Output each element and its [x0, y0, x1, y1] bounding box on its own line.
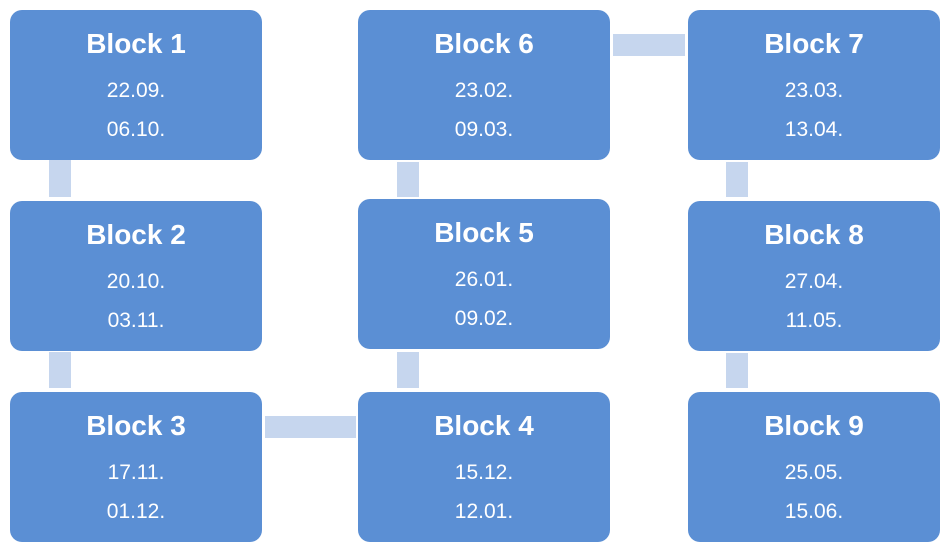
block-end-date: 15.06.: [784, 500, 844, 523]
connector-block5-block6: [397, 162, 419, 197]
block-end-date: 13.04.: [784, 118, 844, 141]
block-title: Block 6: [434, 28, 534, 59]
block-end-date: 09.02.: [454, 307, 514, 330]
block-start-date: 27.04.: [784, 270, 844, 293]
connector-block2-block3: [49, 352, 71, 388]
block-start-date: 23.03.: [784, 79, 844, 102]
block-start-date: 20.10.: [106, 270, 166, 293]
block-title: Block 9: [764, 410, 864, 441]
connector-block1-block2: [49, 160, 71, 197]
block-6: Block 6 23.02. 09.03.: [358, 10, 610, 160]
block-title: Block 4: [434, 410, 534, 441]
block-start-date: 26.01.: [454, 268, 514, 291]
block-end-date: 12.01.: [454, 500, 514, 523]
block-2: Block 2 20.10. 03.11.: [10, 201, 262, 351]
block-8: Block 8 27.04. 11.05.: [688, 201, 940, 351]
block-title: Block 3: [86, 410, 186, 441]
block-5: Block 5 26.01. 09.02.: [358, 199, 610, 349]
block-end-date: 01.12.: [106, 500, 166, 523]
block-start-date: 15.12.: [454, 461, 514, 484]
block-7: Block 7 23.03. 13.04.: [688, 10, 940, 160]
block-start-date: 23.02.: [454, 79, 514, 102]
block-end-date: 11.05.: [785, 309, 843, 332]
block-title: Block 5: [434, 217, 534, 248]
connector-block3-block4: [265, 416, 356, 438]
block-title: Block 7: [764, 28, 864, 59]
block-title: Block 8: [764, 219, 864, 250]
block-3: Block 3 17.11. 01.12.: [10, 392, 262, 542]
block-end-date: 06.10.: [106, 118, 166, 141]
block-1: Block 1 22.09. 06.10.: [10, 10, 262, 160]
block-start-date: 17.11.: [107, 461, 165, 484]
block-end-date: 09.03.: [454, 118, 514, 141]
block-4: Block 4 15.12. 12.01.: [358, 392, 610, 542]
block-start-date: 25.05.: [784, 461, 844, 484]
connector-block7-block8: [726, 162, 748, 197]
block-end-date: 03.11.: [107, 309, 165, 332]
block-title: Block 2: [86, 219, 186, 250]
connector-block4-block5: [397, 352, 419, 388]
connector-block6-block7: [613, 34, 685, 56]
connector-block8-block9: [726, 353, 748, 388]
block-9: Block 9 25.05. 15.06.: [688, 392, 940, 542]
block-title: Block 1: [86, 28, 186, 59]
block-start-date: 22.09.: [106, 79, 166, 102]
